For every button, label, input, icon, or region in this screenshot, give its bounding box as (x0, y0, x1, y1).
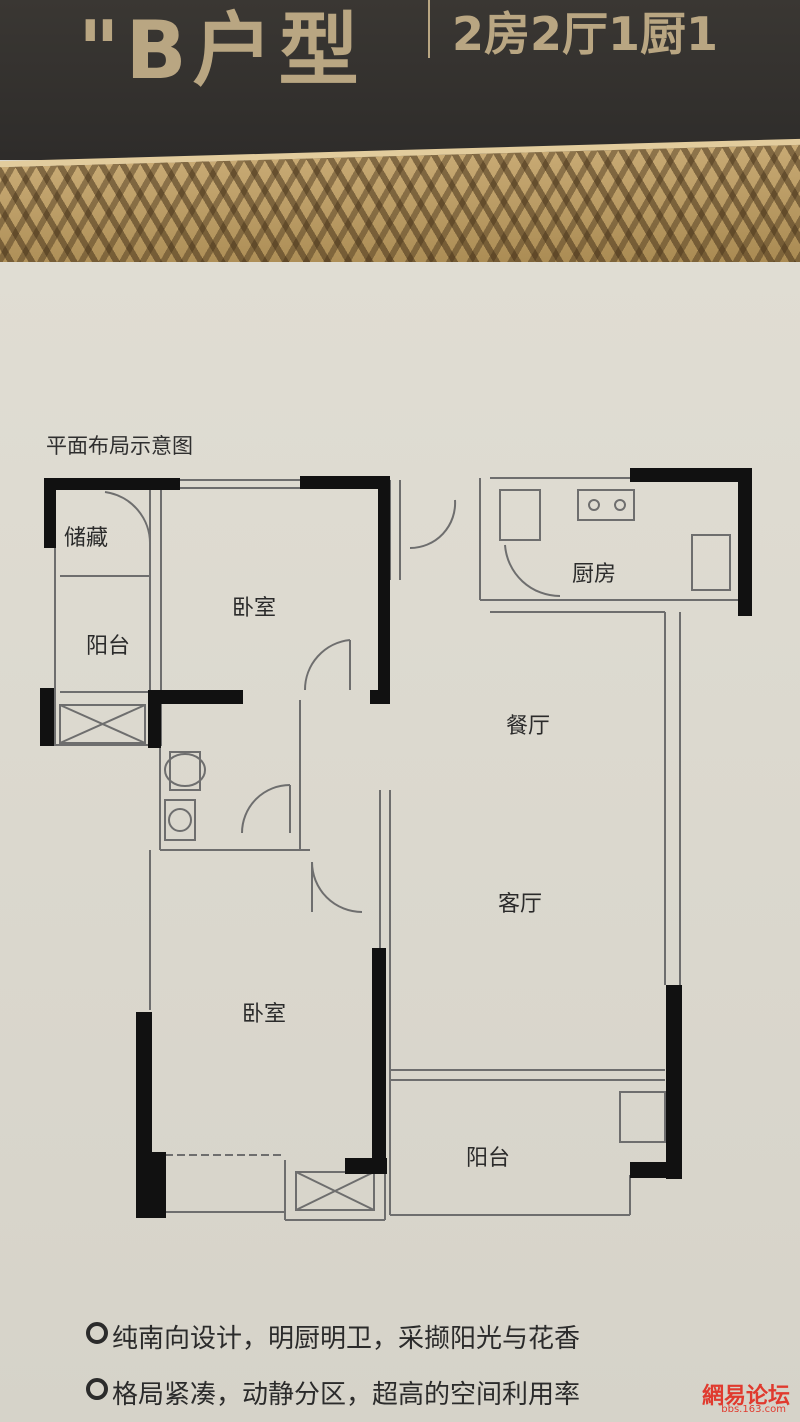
paper-background (0, 262, 800, 1422)
plan-label: 平面布局示意图 (46, 434, 193, 458)
room-label-balcony-west: 阳台 (86, 634, 131, 659)
room-label-living: 客厅 (498, 892, 543, 917)
bullet-icon (86, 1378, 108, 1400)
room-label-bedroom-south: 卧室 (242, 1002, 287, 1027)
feature-item-1: 纯南向设计，明厨明卫，采撷阳光与花香 (86, 1318, 581, 1355)
header-title: "B户型 (78, 4, 365, 97)
bullet-icon (86, 1322, 108, 1344)
watermark-url: bbs.163.com (721, 1404, 786, 1415)
watermark-logo: 網易论坛 (701, 1384, 790, 1409)
room-label-storage: 储藏 (64, 526, 109, 551)
room-label-bedroom-north: 卧室 (232, 596, 277, 621)
room-label-dining: 餐厅 (506, 714, 551, 739)
room-label-balcony-south: 阳台 (466, 1146, 511, 1171)
feature-text-1: 纯南向设计，明厨明卫，采撷阳光与花香 (112, 1324, 581, 1354)
header-banner: "B户型 2房2厅1厨1 (0, 0, 800, 160)
feature-text-2: 格局紧凑，动静分区，超高的空间利用率 (112, 1380, 581, 1410)
room-label-kitchen: 厨房 (572, 562, 617, 587)
header-subtitle: 2房2厅1厨1 (452, 7, 719, 61)
header-divider (428, 0, 430, 58)
feature-item-2: 格局紧凑，动静分区，超高的空间利用率 (86, 1374, 581, 1411)
